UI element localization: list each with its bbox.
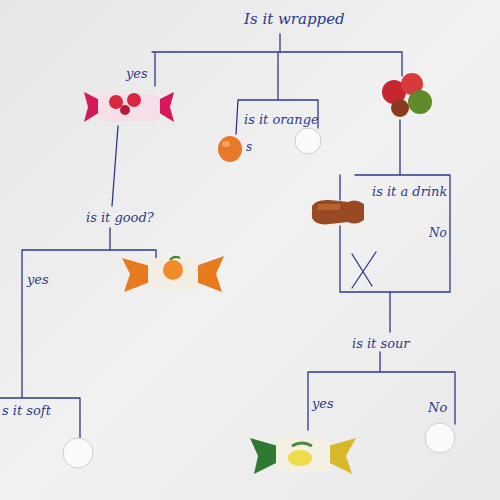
handwritten-label: is it good? xyxy=(86,210,154,225)
handwritten-label: yes xyxy=(126,66,148,81)
handwritten-label: is it a drink xyxy=(372,184,447,199)
orange-gummy xyxy=(218,136,242,162)
handwritten-label: yes xyxy=(312,396,334,411)
white-mint xyxy=(425,423,455,453)
pink-wrapped-candy xyxy=(84,92,174,122)
white-mint xyxy=(63,438,93,468)
handwritten-label: No xyxy=(429,226,447,241)
handwritten-label: s xyxy=(246,140,252,155)
handwritten-label: Is it wrapped xyxy=(244,12,345,27)
handwritten-label: s it soft xyxy=(2,403,51,418)
white-mint xyxy=(295,128,321,154)
red-green-gummy xyxy=(382,73,432,117)
handwritten-label: yes xyxy=(27,272,49,287)
handwritten-label: is it sour xyxy=(352,336,410,351)
handwritten-label: No xyxy=(428,400,447,415)
tree-lines xyxy=(0,34,455,440)
lemon-wrapped-candy xyxy=(250,438,356,474)
cross-mark xyxy=(352,252,376,288)
orange-wrapped-candy xyxy=(122,256,224,292)
handwritten-label: is it orange xyxy=(244,112,319,127)
cola-bottle xyxy=(312,200,364,225)
